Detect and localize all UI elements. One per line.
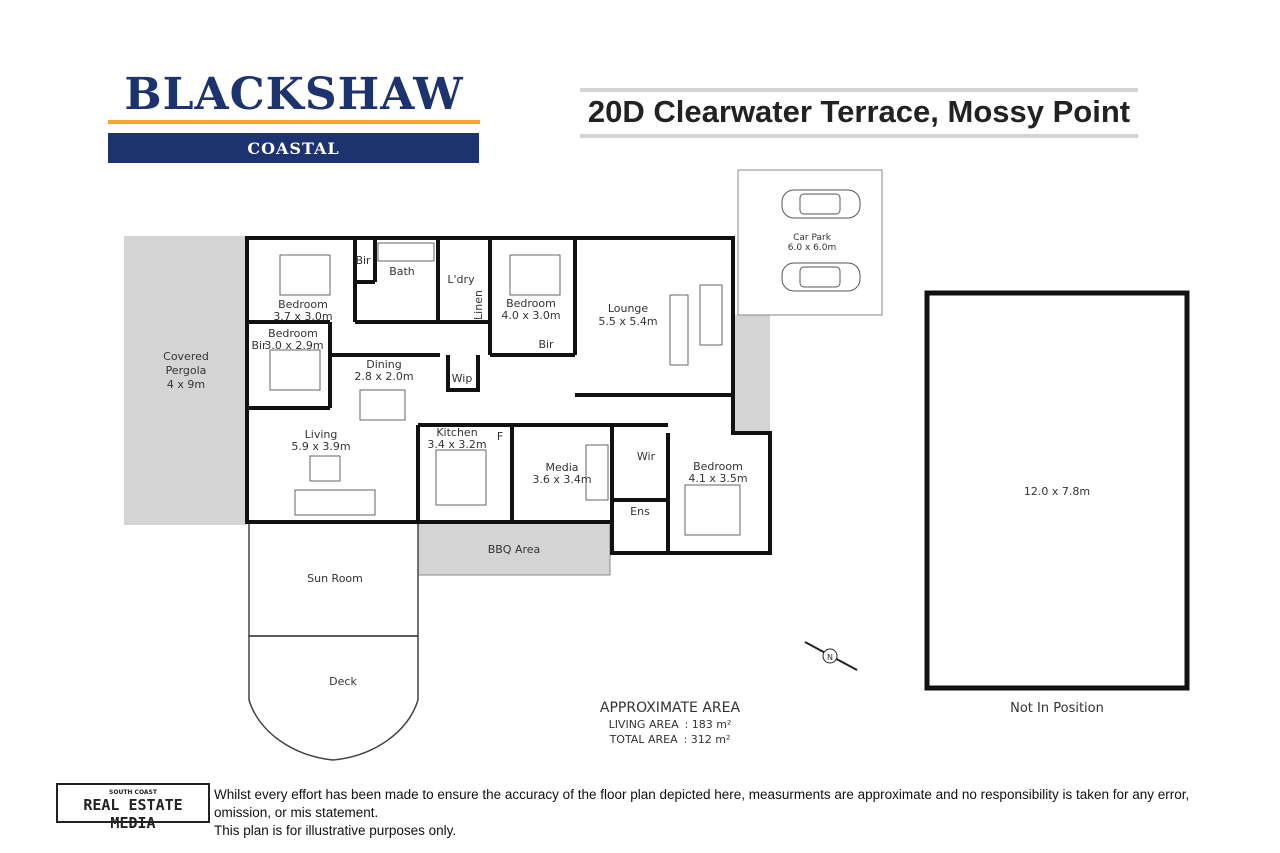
ensuite-label: Ens [630, 505, 650, 518]
bedroom1-size: 3.7 x 3.0m [273, 310, 332, 323]
real-estate-media-logo: SOUTH COAST REAL ESTATE MEDIA [56, 783, 210, 832]
living-label: Living [305, 428, 338, 441]
media-label: Media [545, 461, 578, 474]
pergola-label: Covered [163, 350, 209, 363]
approximate-area: APPROXIMATE AREA LIVING AREA : 183 m² TOT… [570, 700, 770, 746]
bir2-label: Bir [538, 338, 554, 351]
furniture [269, 242, 741, 536]
dining-size: 2.8 x 2.0m [354, 370, 413, 383]
bath-label: Bath [389, 265, 415, 278]
disclaimer-line-2: This plan is for illustrative purposes o… [214, 823, 457, 838]
bedroom3-size: 3.0 x 2.9m [264, 339, 323, 352]
north-compass-icon: N [804, 641, 858, 671]
total-area-value: : 312 m² [683, 733, 731, 746]
bedroom2-size: 4.0 x 3.0m [501, 309, 560, 322]
wip-label: Wip [452, 372, 473, 385]
bedroom3-label: Bedroom [268, 327, 318, 340]
dining-label: Dining [366, 358, 402, 371]
car-park [737, 169, 883, 316]
living-size: 5.9 x 3.9m [291, 440, 350, 453]
media-logo-small: SOUTH COAST [109, 789, 157, 796]
living-area-value: : 183 m² [684, 718, 732, 731]
svg-text:N: N [827, 653, 833, 662]
shed-note: Not In Position [1010, 701, 1104, 716]
bbq-label: BBQ Area [488, 543, 541, 556]
disclaimer-line-1: Whilst every effort has been made to ens… [214, 787, 1190, 820]
deck [248, 635, 419, 761]
wir-label: Wir [637, 450, 656, 463]
media-size: 3.6 x 3.4m [532, 473, 591, 486]
title-rule-bottom [580, 134, 1138, 138]
carpark-size: 6.0 x 6.0m [788, 243, 836, 253]
kitchen-label: Kitchen [436, 426, 477, 439]
brand-logo-sub: COASTAL [108, 133, 479, 163]
bir3-label: Bir [251, 339, 267, 352]
fridge-label: F [497, 430, 503, 443]
pergola-size: 4 x 9m [167, 378, 205, 391]
car-icon [781, 189, 861, 292]
living-area-label: LIVING AREA [608, 718, 679, 731]
laundry-label: L'dry [447, 273, 475, 286]
title-rule-top [580, 88, 1138, 92]
bedroom2-label: Bedroom [506, 297, 556, 310]
sunroom-label: Sun Room [307, 572, 363, 585]
side-patio-area [733, 315, 770, 433]
shed-size: 12.0 x 7.8m [1024, 485, 1090, 498]
property-address: 20D Clearwater Terrace, Mossy Point [587, 94, 1131, 129]
linen-label: Linen [472, 290, 485, 320]
kitchen-size: 3.4 x 3.2m [427, 438, 486, 451]
bedroom4-label: Bedroom [693, 460, 743, 473]
brand-logo-name: BLACKSHAW [124, 69, 464, 120]
carpark-label: Car Park [793, 233, 832, 243]
pergola-area [124, 236, 247, 525]
walls [245, 236, 772, 555]
bedroom4-size: 4.1 x 3.5m [688, 472, 747, 485]
total-area-label: TOTAL AREA [609, 733, 678, 746]
bbq-area [417, 521, 611, 576]
lounge-size: 5.5 x 5.4m [598, 315, 657, 328]
area-title: APPROXIMATE AREA [599, 700, 741, 716]
disclaimer: Whilst every effort has been made to ens… [214, 786, 1214, 840]
bir1-label: Bir [355, 254, 371, 267]
deck-label: Deck [329, 675, 357, 688]
pergola-label-2: Pergola [166, 364, 207, 377]
lounge-label: Lounge [608, 302, 649, 315]
brand-logo-bar [108, 120, 480, 124]
media-logo-big: REAL ESTATE MEDIA [83, 796, 183, 832]
bedroom1-label: Bedroom [278, 298, 328, 311]
shed [924, 290, 1190, 691]
